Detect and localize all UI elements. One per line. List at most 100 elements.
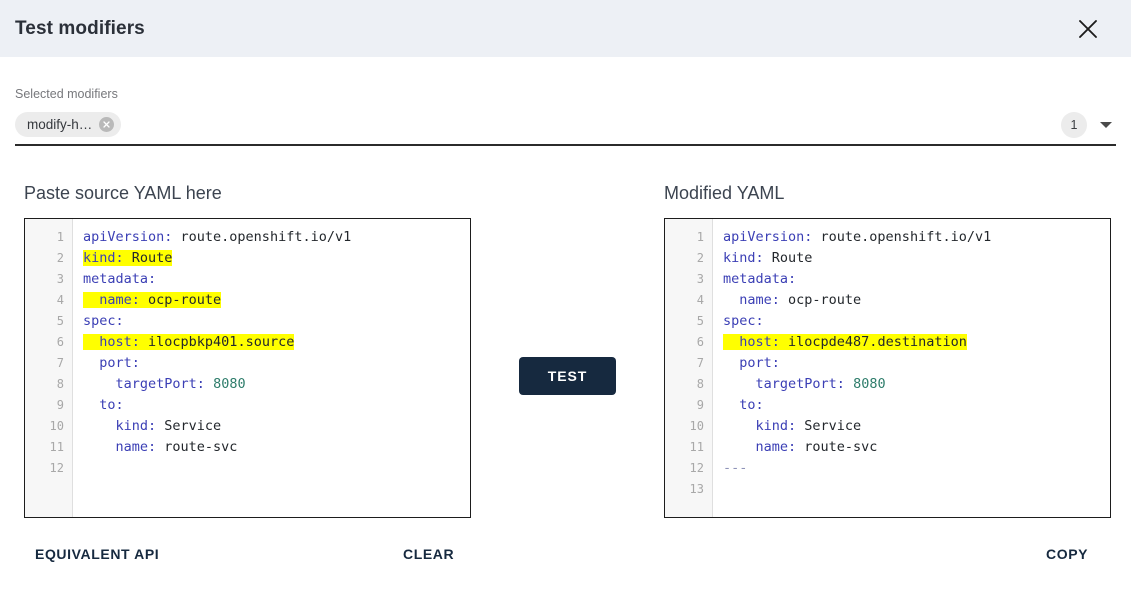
code-token: ilocpde487.destination xyxy=(779,334,967,350)
code-line: metadata: xyxy=(723,269,1110,290)
code-token: route.openshift.io/v1 xyxy=(812,229,992,245)
code-span: port: xyxy=(83,355,140,371)
code-span: to: xyxy=(83,397,124,413)
line-number: 7 xyxy=(56,356,64,370)
code-token: port: xyxy=(83,355,140,371)
code-token: Service xyxy=(796,418,862,434)
code-token: name: xyxy=(723,439,797,455)
code-span: kind: Route xyxy=(723,250,812,266)
code-token: ocp-route xyxy=(779,292,862,308)
code-token: ocp-route xyxy=(139,292,222,308)
page-title: Test modifiers xyxy=(15,18,145,39)
modifiers-select[interactable]: modify-h… 1 xyxy=(15,111,1116,146)
code-token: targetPort: xyxy=(83,376,205,392)
code-span: name: route-svc xyxy=(723,439,878,455)
selected-modifiers-field: Selected modifiers modify-h… 1 xyxy=(15,88,1116,146)
line-number: 1 xyxy=(56,230,64,244)
line-number: 10 xyxy=(689,419,704,433)
test-button[interactable]: TEST xyxy=(519,357,616,395)
code-line: host: ilocpde487.destination xyxy=(723,332,1110,353)
code-line: kind: Service xyxy=(83,416,470,437)
modifier-chip[interactable]: modify-h… xyxy=(15,112,122,137)
source-yaml-code[interactable]: apiVersion: route.openshift.io/v1 kind: R… xyxy=(73,219,470,517)
selected-count-badge[interactable]: 1 xyxy=(1061,111,1087,138)
code-token: spec: xyxy=(723,313,764,329)
code-line: name: route-svc xyxy=(83,437,470,458)
code-span: metadata: xyxy=(723,271,796,287)
highlighted-code-span: name: ocp-route xyxy=(83,292,222,308)
code-line xyxy=(83,458,470,479)
close-circle-icon[interactable] xyxy=(99,117,115,132)
code-token: route.openshift.io/v1 xyxy=(172,229,352,245)
line-number: 5 xyxy=(696,314,704,328)
code-span: kind: Service xyxy=(83,418,222,434)
line-number: 8 xyxy=(56,377,64,391)
close-button[interactable] xyxy=(1071,12,1105,46)
code-span: metadata: xyxy=(83,271,156,287)
code-line: kind: Route xyxy=(723,248,1110,269)
code-line: port: xyxy=(723,353,1110,374)
modifier-chip-label: modify-h… xyxy=(27,117,93,132)
line-number: 2 xyxy=(696,251,704,265)
code-span: kind: Service xyxy=(723,418,862,434)
modified-yaml-heading: Modified YAML xyxy=(664,183,785,203)
code-span: name: ocp-route xyxy=(723,292,861,308)
code-line: kind: Service xyxy=(723,416,1110,437)
code-line: metadata: xyxy=(83,269,470,290)
code-line: name: ocp-route xyxy=(83,290,470,311)
close-icon xyxy=(1077,18,1099,40)
code-line: apiVersion: route.openshift.io/v1 xyxy=(723,227,1110,248)
code-token: ilocpbkp401.source xyxy=(139,334,295,350)
code-span: apiVersion: route.openshift.io/v1 xyxy=(83,229,351,245)
code-token: to: xyxy=(83,397,124,413)
line-number: 7 xyxy=(696,356,704,370)
clear-button[interactable]: CLEAR xyxy=(395,541,462,567)
line-number: 11 xyxy=(689,440,704,454)
chip-container: modify-h… xyxy=(15,112,122,137)
dialog-header: Test modifiers xyxy=(0,0,1131,57)
code-line: spec: xyxy=(83,311,470,332)
code-span: targetPort: 8080 xyxy=(723,376,886,392)
code-token: name: xyxy=(83,439,157,455)
code-token: name: xyxy=(723,292,780,308)
code-span: spec: xyxy=(723,313,764,329)
line-number: 10 xyxy=(49,419,64,433)
code-line: spec: xyxy=(723,311,1110,332)
code-token: --- xyxy=(723,460,748,476)
field-right-controls: 1 xyxy=(1061,111,1116,138)
code-token: 8080 xyxy=(853,376,886,392)
code-token: Route xyxy=(123,250,173,266)
line-number: 6 xyxy=(56,335,64,349)
line-number: 3 xyxy=(696,272,704,286)
code-token: kind: xyxy=(83,250,124,266)
code-line: to: xyxy=(723,395,1110,416)
code-token: route-svc xyxy=(156,439,238,455)
code-token: kind: xyxy=(723,418,797,434)
code-line: --- xyxy=(723,458,1110,479)
source-yaml-heading: Paste source YAML here xyxy=(24,183,222,203)
code-line: port: xyxy=(83,353,470,374)
line-number: 9 xyxy=(56,398,64,412)
code-line xyxy=(723,479,1110,500)
code-line: name: route-svc xyxy=(723,437,1110,458)
line-number: 13 xyxy=(689,482,704,496)
line-number: 6 xyxy=(696,335,704,349)
equivalent-api-button[interactable]: EQUIVALENT API xyxy=(27,541,167,567)
code-token: to: xyxy=(723,397,764,413)
copy-button[interactable]: COPY xyxy=(1038,541,1096,567)
code-token: port: xyxy=(723,355,780,371)
modified-yaml-code[interactable]: apiVersion: route.openshift.io/v1 kind: R… xyxy=(713,219,1110,517)
line-number: 1 xyxy=(696,230,704,244)
line-number: 11 xyxy=(49,440,64,454)
line-number: 3 xyxy=(56,272,64,286)
code-token: kind: xyxy=(723,250,764,266)
highlighted-code-span: host: ilocpde487.destination xyxy=(723,334,967,350)
line-number: 5 xyxy=(56,314,64,328)
code-token: metadata: xyxy=(723,271,797,287)
line-number: 4 xyxy=(56,293,64,307)
code-token: host: xyxy=(723,334,780,350)
chevron-down-icon[interactable] xyxy=(1100,121,1112,128)
